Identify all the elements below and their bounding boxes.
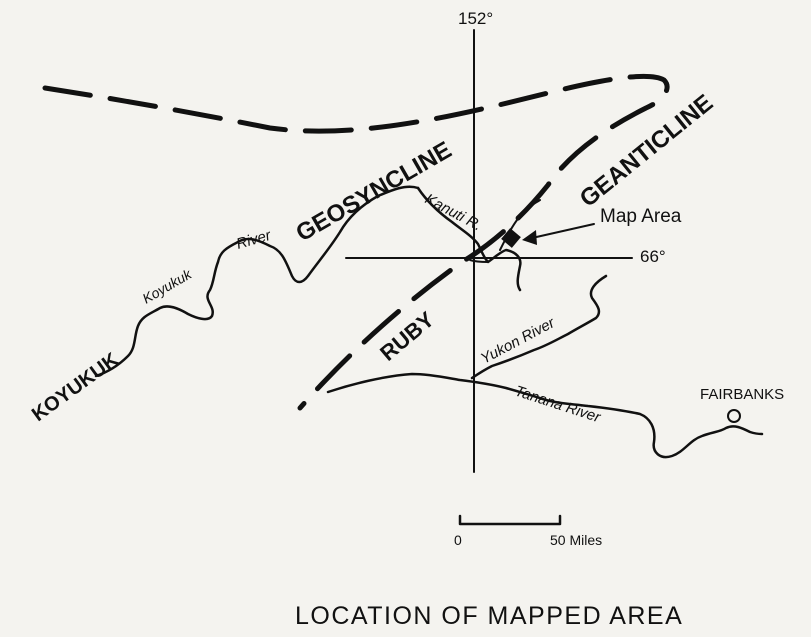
yukon-river-label: Yukon River: [478, 314, 559, 368]
scale-max-label: 50 Miles: [550, 532, 602, 548]
map-area-pointer-arrowhead: [522, 230, 537, 245]
yukon-river: [470, 274, 608, 380]
ruby-label: RUBY: [375, 306, 439, 365]
koyukuk-river-label-lower: Koyukuk: [140, 265, 195, 306]
map-area-pointer-line: [531, 223, 595, 239]
tanana-river: [326, 372, 764, 459]
koyukuk-river: [94, 185, 420, 378]
fairbanks-marker: [727, 409, 741, 423]
longitude-label: 152°: [458, 9, 493, 28]
geosyncline-boundary-dashed: [42, 73, 670, 411]
map-title: LOCATION OF MAPPED AREA: [295, 602, 683, 630]
latitude-label: 66°: [640, 247, 666, 266]
map-area-label: Map Area: [600, 206, 682, 227]
koyukuk-river-label-upper: River: [234, 227, 273, 253]
scale-bar: [458, 514, 562, 526]
fairbanks-label: FAIRBANKS: [700, 386, 784, 403]
scale-min-label: 0: [454, 532, 462, 548]
koyukuk-label: KOYUKUK: [28, 348, 123, 426]
kanuti-river-label: Kanuti R.: [422, 191, 484, 235]
map-area-marker: [501, 228, 521, 248]
tanana-river-label: Tanana River: [513, 383, 604, 427]
kanuti-tributary-1: [469, 259, 489, 263]
